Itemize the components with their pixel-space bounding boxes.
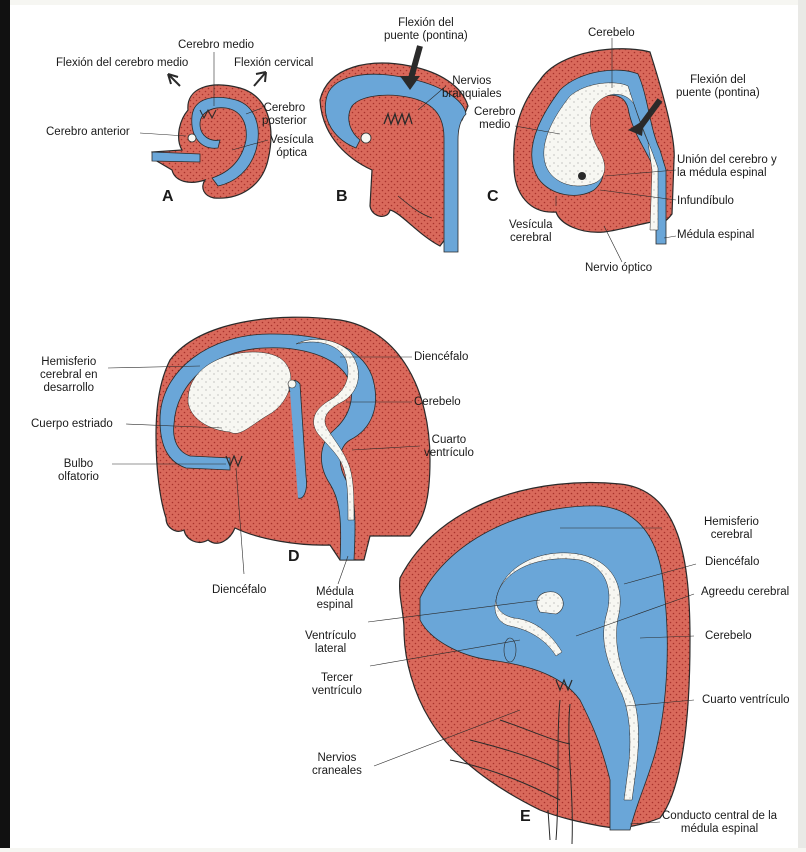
label-c-flexion-puente-line1: Flexión del <box>690 74 746 86</box>
label-d-cuarto-line2: ventrículo <box>424 447 474 459</box>
flexion-arrow-a1 <box>168 74 180 86</box>
figure-letter-a: A <box>162 188 174 206</box>
figure-letter-b: B <box>336 188 348 206</box>
label-a-flexion-cerebro-medio: Flexión del cerebro medio <box>56 57 188 70</box>
label-c-cerebro-medio-line1: Cerebro <box>474 106 516 118</box>
label-a-vesicula-optica-line2: óptica <box>276 147 307 159</box>
label-e-nervios-line1: Nervios <box>317 752 356 764</box>
label-d-diencefalo-top: Diencéfalo <box>414 351 468 364</box>
embryo-a-stalk <box>152 152 200 162</box>
label-b-nervios-branquiales-line1: Nervios <box>452 75 491 87</box>
label-e-hemisferio-line2: cerebral <box>711 529 753 541</box>
optic-vesicle-a <box>188 134 196 142</box>
label-a-cerebro-posterior-line1: Cerebro <box>264 102 306 114</box>
label-c-cerebelo: Cerebelo <box>588 27 635 40</box>
label-c-vesicula-cerebral-line1: Vesícula <box>509 219 552 231</box>
embryo-a <box>140 52 271 198</box>
label-e-tercer-line2: ventrículo <box>312 685 362 697</box>
label-e-conducto-line2: médula espinal <box>681 823 758 835</box>
label-c-medula-espinal: Médula espinal <box>677 229 754 242</box>
label-d-medula-line1: Médula <box>316 586 354 598</box>
label-d-hemisferio-line2: cerebral en <box>40 369 98 381</box>
label-b-flexion-puente-line2: puente (pontina) <box>384 30 468 42</box>
flexion-arrow-a2 <box>254 72 266 86</box>
label-e-tercer-line1: Tercer <box>321 672 353 684</box>
label-d-hemisferio-line3: desarrollo <box>44 382 95 394</box>
label-d-diencefalo-bottom: Diencéfalo <box>212 584 266 597</box>
optic-vesicle-b <box>361 133 371 143</box>
label-a-cerebro-posterior-line2: posterior <box>262 115 307 127</box>
label-b-flexion-puente-line1: Flexión del <box>398 17 454 29</box>
embryo-e <box>368 483 696 844</box>
label-c-flexion-puente-line2: puente (pontina) <box>676 87 760 99</box>
label-c-nervio-optico: Nervio óptico <box>585 262 652 275</box>
embryo-d-tissue <box>156 317 430 560</box>
embryo-d <box>108 317 430 584</box>
label-d-cuarto-line1: Cuarto <box>432 434 467 446</box>
label-e-diencefalo: Diencéfalo <box>705 556 759 569</box>
label-d-medula-line2: espinal <box>317 599 353 611</box>
label-c-infundibulo: Infundíbulo <box>677 195 734 208</box>
label-d-hemisferio-line1: Hemisferio <box>41 356 96 368</box>
label-e-ventriculo-lateral-line1: Ventrículo <box>305 630 356 642</box>
label-e-ventriculo-lateral-line2: lateral <box>315 643 346 655</box>
label-a-flexion-cervical: Flexión cervical <box>234 57 313 70</box>
label-c-vesicula-cerebral-line2: cerebral <box>510 232 552 244</box>
label-d-bulbo-line2: olfatorio <box>58 471 99 483</box>
figure-letter-d: D <box>288 548 300 566</box>
label-d-bulbo-line1: Bulbo <box>64 458 93 470</box>
label-e-conducto-line1: Conducto central de la <box>662 810 777 822</box>
label-a-cerebro-medio: Cerebro medio <box>178 39 254 52</box>
label-c-union-line1: Unión del cerebro y <box>677 154 777 166</box>
label-b-nervios-branquiales-line2: branquiales <box>442 88 501 100</box>
label-e-agreedu-cerebral: Agreedu cerebral <box>701 586 789 599</box>
figure-letter-c: C <box>487 188 499 206</box>
label-a-vesicula-optica-line1: Vesícula <box>270 134 313 146</box>
label-c-cerebro-medio-line2: medio <box>479 119 510 131</box>
label-a-cerebro-anterior: Cerebro anterior <box>46 126 130 139</box>
label-e-hemisferio-line1: Hemisferio <box>704 516 759 528</box>
label-d-cerebelo: Cerebelo <box>414 396 461 409</box>
figure-letter-e: E <box>520 808 531 826</box>
label-d-cuerpo-estriado: Cuerpo estriado <box>31 418 113 431</box>
optic-stalk-c <box>578 172 586 180</box>
label-c-union-line2: la médula espinal <box>677 167 767 179</box>
label-e-cerebelo: Cerebelo <box>705 630 752 643</box>
label-e-nervios-line2: craneales <box>312 765 362 777</box>
label-e-cuarto-ventriculo: Cuarto ventrículo <box>702 694 790 707</box>
